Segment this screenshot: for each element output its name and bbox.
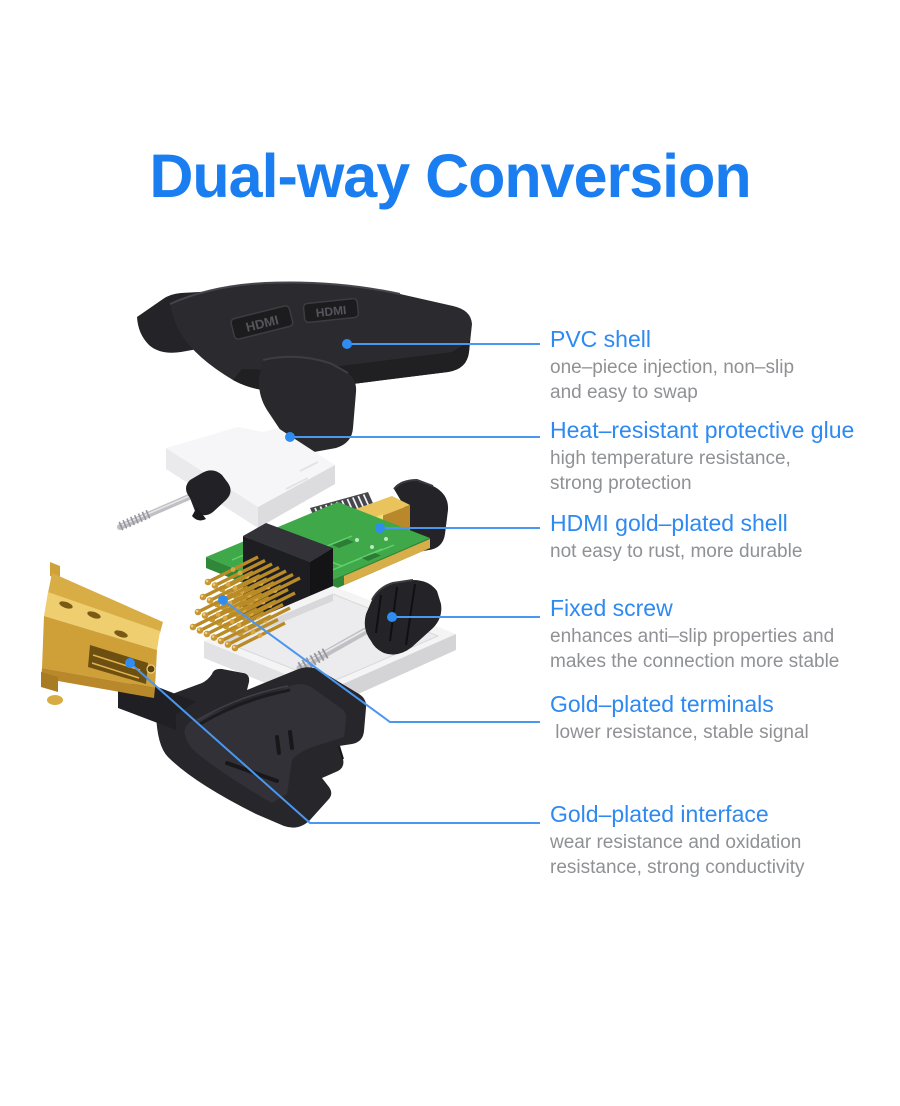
hdmi-logo-left: HDMI [230, 305, 294, 340]
left-screw-part [117, 470, 231, 531]
callout-heading: Heat–resistant protective glue [550, 417, 855, 443]
callout-dot [375, 523, 385, 533]
callout-heading: Gold–plated terminals [550, 691, 774, 717]
callout-description-line: not easy to rust, more durable [550, 541, 803, 562]
callout-description-line: makes the connection more stable [550, 650, 840, 672]
bottom-shell-part [155, 667, 367, 828]
callout-description-line: wear resistance and oxidation [550, 832, 802, 853]
callout-heading: Fixed screw [550, 595, 673, 621]
svg-text:HDMI: HDMI [315, 303, 347, 320]
callout-dot [387, 612, 397, 622]
hdmi-logo-right: HDMI [302, 297, 360, 324]
callout-gold-terminals: Gold–plated terminals lower resistance, … [550, 691, 895, 746]
callout-description-line: lower resistance, stable signal [550, 722, 809, 743]
callout-dot [342, 339, 352, 349]
callout-lines [129, 343, 540, 824]
callout-line [129, 662, 540, 824]
callout-heading: Gold–plated interface [550, 801, 769, 827]
callout-hdmi-shell: HDMI gold–plated shell not easy to rust,… [550, 510, 895, 565]
callout-description-line: high temperature resistance, [550, 448, 791, 469]
callout-dot [218, 595, 228, 605]
callout-description-line: and easy to swap [550, 381, 698, 403]
pvc-shell-part: HDMI HDMI [137, 281, 472, 453]
callout-description-line: strong protection [550, 472, 692, 494]
callout-fixed-screw: Fixed screw enhances anti–slip propertie… [550, 595, 895, 674]
callout-dot [285, 432, 295, 442]
dvi-connector-part [41, 562, 196, 730]
page-title: Dual-way Conversion [149, 142, 751, 210]
callout-heading: HDMI gold–plated shell [550, 510, 788, 536]
callout-dot [125, 658, 135, 668]
callout-heading: PVC shell [550, 326, 651, 352]
callout-dots [125, 339, 397, 668]
callout-gold-interface: Gold–plated interface wear resistance an… [550, 801, 895, 880]
callout-line [222, 599, 540, 723]
callout-description-line: enhances anti–slip properties and [550, 626, 835, 647]
callout-description-line: one–piece injection, non–slip [550, 357, 795, 378]
callout-protective-glue: Heat–resistant protective glue high temp… [550, 417, 895, 496]
callout-pvc-shell: PVC shell one–piece injection, non–slip … [550, 326, 895, 405]
callout-description-line: resistance, strong conductivity [550, 856, 805, 878]
